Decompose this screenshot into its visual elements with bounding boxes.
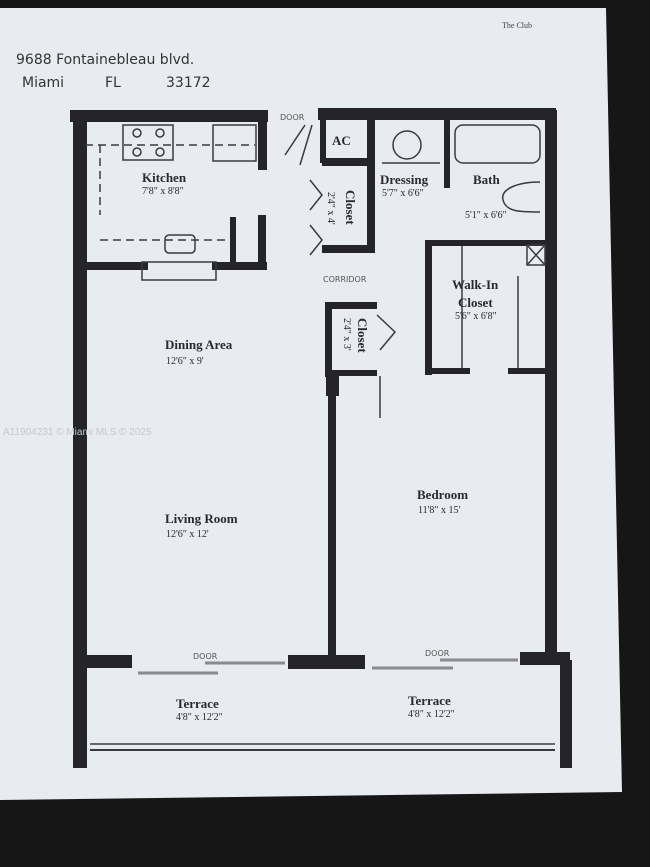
wall-kitchen-right-lower bbox=[258, 215, 266, 270]
wall-ac-bottom bbox=[322, 158, 374, 166]
address-state: FL bbox=[105, 75, 121, 91]
bedroom-label: Bedroom bbox=[417, 487, 469, 502]
wall-right-outer bbox=[545, 110, 557, 665]
terrace-right-label: Terrace bbox=[408, 693, 451, 708]
wall-top-right bbox=[318, 108, 556, 120]
wall-bottom-right bbox=[520, 652, 570, 665]
ac-label: AC bbox=[332, 133, 351, 148]
wall-left-outer bbox=[73, 110, 87, 768]
paper-sheet bbox=[0, 8, 622, 800]
dining-dim: 12'6" x 9' bbox=[166, 356, 204, 367]
corridor-label: CORRIDOR bbox=[323, 275, 367, 284]
address-zip: 33172 bbox=[166, 75, 211, 91]
wall-bottom-left bbox=[80, 655, 132, 668]
walkin-label-2: Closet bbox=[458, 295, 493, 310]
closet1-dim: 2'4" x 4' bbox=[325, 192, 336, 225]
wall-top-left bbox=[70, 110, 268, 122]
wall-closet1-right bbox=[367, 118, 375, 253]
walkin-dim: 5'6" x 6'8" bbox=[455, 311, 497, 322]
wall-walkin-bottom-r bbox=[508, 368, 548, 374]
fixtures bbox=[85, 124, 555, 751]
bathtub bbox=[454, 124, 541, 164]
closet2-dim: 2'4" x 3' bbox=[341, 318, 352, 351]
terrace-left-dim: 4'8" x 12'2" bbox=[176, 712, 223, 723]
stove bbox=[122, 124, 174, 161]
terrace-right-dim: 4'8" x 12'2" bbox=[408, 709, 455, 720]
dressing-basin bbox=[392, 130, 422, 160]
living-dim: 12'6" x 12' bbox=[166, 529, 209, 540]
wall-closet1-bottom bbox=[322, 245, 374, 253]
toilet bbox=[502, 181, 541, 213]
address-city: Miami bbox=[22, 75, 65, 91]
kitchen-label: Kitchen bbox=[142, 170, 187, 185]
wall-walkin-left bbox=[425, 240, 432, 375]
bath-dim: 5'1" x 6'6" bbox=[465, 210, 507, 221]
dressing-label: Dressing bbox=[380, 172, 429, 187]
club-logo: The Club bbox=[502, 21, 532, 30]
walkin-label: Walk-In bbox=[452, 277, 499, 292]
wall-kitchen-right bbox=[258, 110, 267, 170]
door-label-entry: DOOR bbox=[280, 113, 305, 122]
door-label-bedroom: DOOR bbox=[425, 649, 450, 658]
sliding-doors bbox=[138, 658, 518, 675]
dining-label: Dining Area bbox=[165, 337, 233, 352]
wall-kitchen-bottom-b bbox=[212, 262, 267, 270]
bath-label: Bath bbox=[473, 172, 500, 187]
wall-kitchen-bottom-a bbox=[85, 262, 148, 270]
walls bbox=[70, 108, 572, 768]
closet2-label: Closet bbox=[355, 318, 370, 353]
door-label-living: DOOR bbox=[193, 652, 218, 661]
sink bbox=[164, 234, 196, 254]
wall-right-outer-lower bbox=[560, 660, 572, 768]
terrace-left-label: Terrace bbox=[176, 696, 219, 711]
fridge bbox=[212, 124, 257, 162]
wall-walkin-top bbox=[425, 240, 545, 246]
living-label: Living Room bbox=[165, 511, 238, 526]
address-line: 9688 Fontainebleau blvd. bbox=[16, 52, 195, 68]
wall-ac-left bbox=[320, 118, 326, 163]
wall-dressing-bath bbox=[444, 118, 450, 188]
wall-closet2-left bbox=[325, 302, 332, 377]
wall-bottom-center bbox=[288, 655, 365, 669]
bedroom-dim: 11'8" x 15' bbox=[418, 505, 461, 516]
wall-closet2-bottom bbox=[325, 370, 377, 376]
dressing-dim: 5'7" x 6'6" bbox=[382, 188, 424, 199]
closet1-label: Closet bbox=[343, 190, 358, 225]
wall-kitchen-stub bbox=[230, 217, 236, 267]
mls-watermark: A11904231 © Miami MLS © 2025 bbox=[3, 427, 152, 438]
wall-center-long bbox=[328, 376, 336, 660]
wall-closet2-top bbox=[325, 302, 377, 309]
wall-walkin-bottom bbox=[428, 368, 470, 374]
kitchen-dim: 7'8" x 8'8" bbox=[142, 186, 184, 197]
